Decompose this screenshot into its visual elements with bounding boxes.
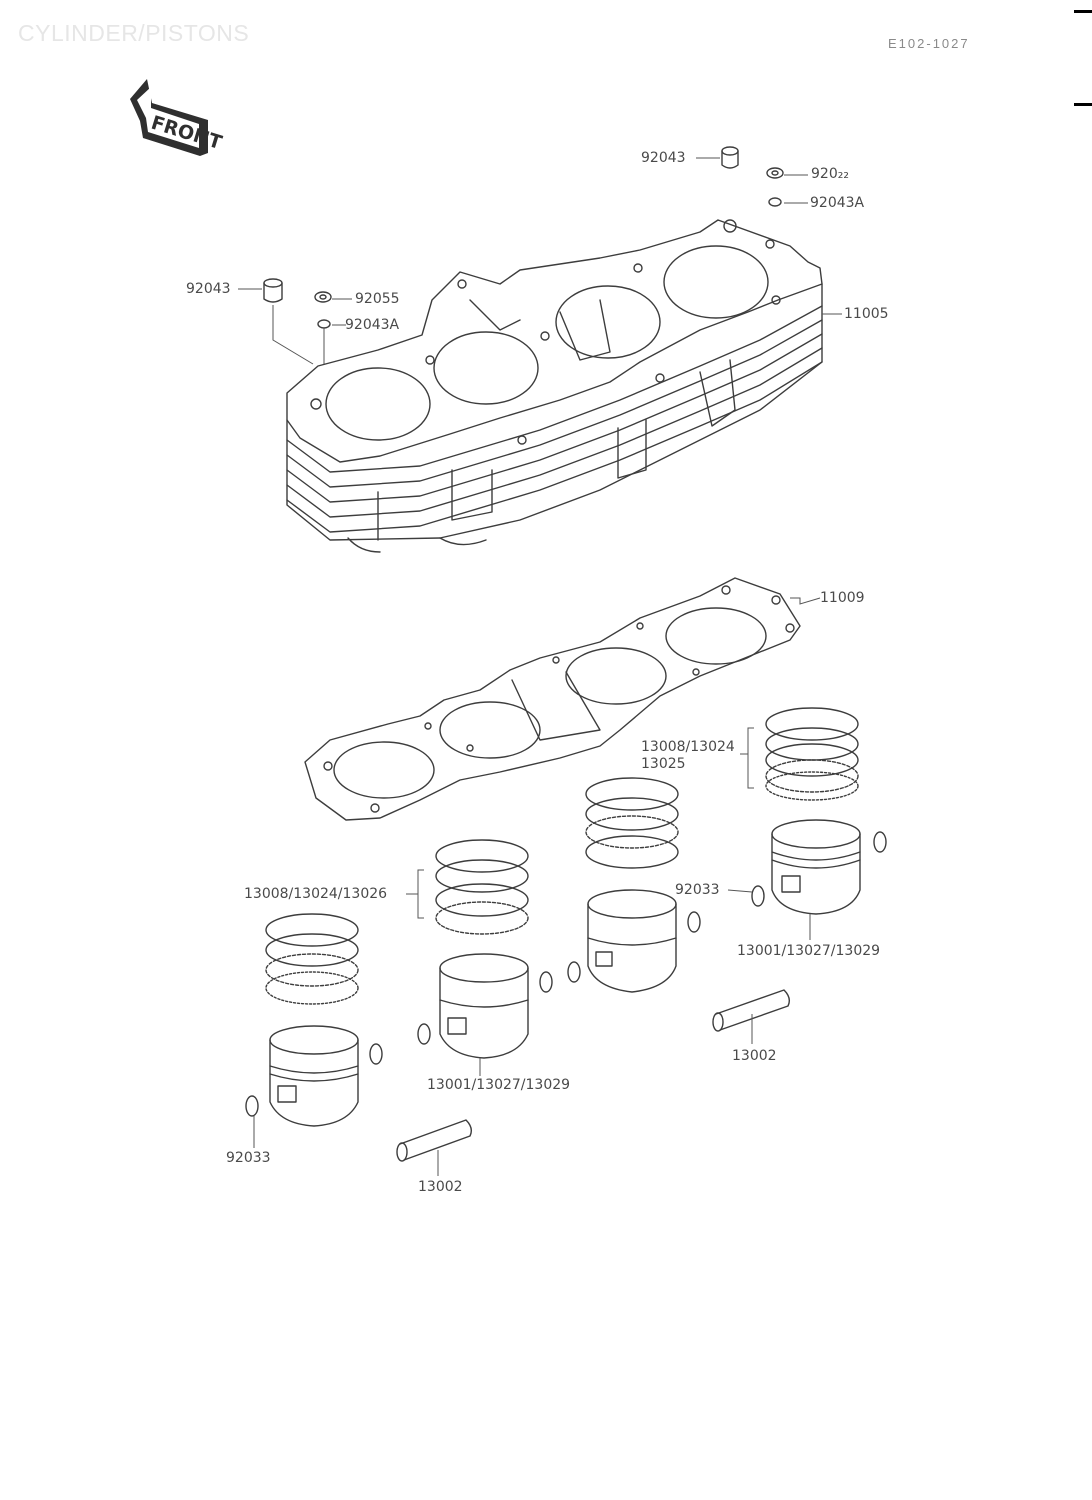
part-label-circlip-right: 92033 <box>675 882 720 898</box>
part-label-piston-center: 13001/13027/13029 <box>427 1077 571 1093</box>
part-label-rings-left: 13008/13024/13026 <box>244 886 388 902</box>
part-label-92055-left: 92055 <box>355 291 400 307</box>
piston-pin-left <box>396 1119 473 1162</box>
nut-left <box>314 291 332 303</box>
piston-center-right <box>587 889 677 993</box>
part-label-11005: 11005 <box>844 306 889 322</box>
piston-ring-set-right <box>765 707 859 801</box>
washer-top <box>768 197 782 207</box>
front-arrow-icon: FRONT <box>130 79 224 156</box>
part-label-920xx-top: 920₂₂ <box>811 166 849 182</box>
part-label-pin-right: 13002 <box>732 1048 777 1064</box>
circlip-parts <box>245 831 887 1117</box>
dowel-pin-left <box>263 278 283 303</box>
part-label-92043a-top: 92043A <box>810 195 865 211</box>
part-label-rings-right-line1: 13008/13024 <box>641 739 735 755</box>
part-label-11009: 11009 <box>820 590 865 606</box>
part-label-92043a-left: 92043A <box>345 317 400 333</box>
piston-ring-set-center-right <box>585 777 679 869</box>
part-label-92043-top: 92043 <box>641 150 686 166</box>
part-label-pin-left: 13002 <box>418 1179 463 1195</box>
dowel-pin-top <box>721 146 739 169</box>
cylinder-base-gasket <box>304 577 801 821</box>
washer-left <box>317 319 331 329</box>
page-title: CYLINDER/PISTONS <box>18 20 250 46</box>
piston-left <box>269 1025 359 1127</box>
piston-center-left <box>439 953 529 1059</box>
piston-right <box>771 819 861 915</box>
cylinder-block <box>286 219 823 553</box>
page-edge-mark <box>1074 10 1092 13</box>
part-label-92043-left: 92043 <box>186 281 231 297</box>
page-edge-mark <box>1074 103 1092 106</box>
part-label-circlip-left: 92033 <box>226 1150 271 1166</box>
part-label-rings-right-line2: 13025 <box>641 756 686 772</box>
page-reference-code: E102-1027 <box>888 36 970 51</box>
piston-pin-right <box>712 989 791 1032</box>
piston-ring-set-left <box>265 913 359 1005</box>
piston-ring-set-center-left <box>435 839 529 935</box>
nut-top <box>766 167 784 179</box>
part-label-piston-right: 13001/13027/13029 <box>737 943 881 959</box>
